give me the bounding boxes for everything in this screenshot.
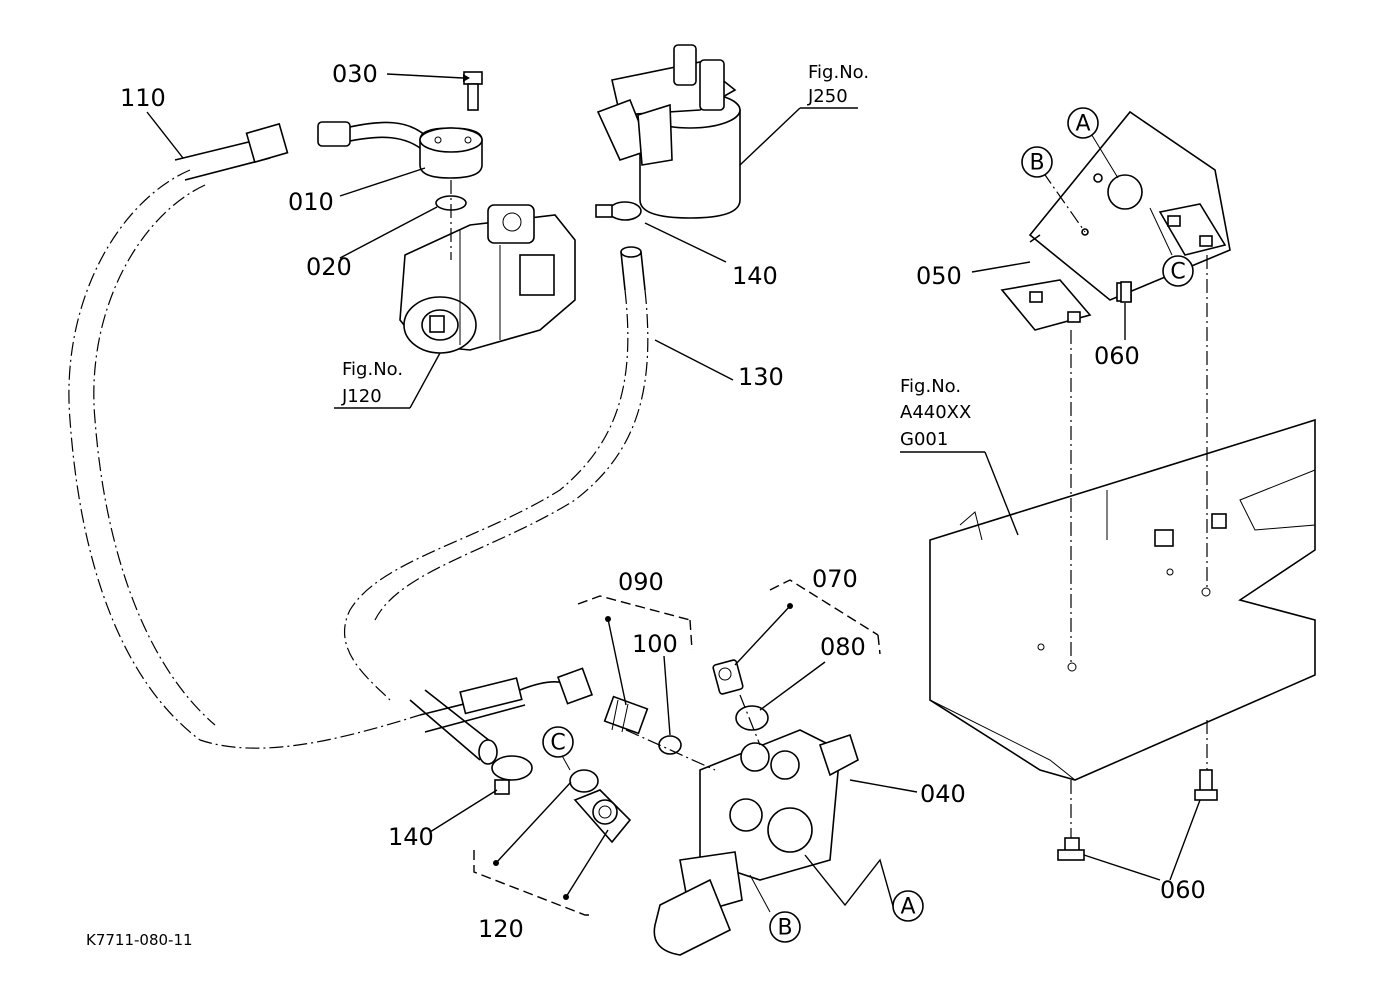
callout-a-top: A xyxy=(1067,107,1099,139)
bolt-060-left xyxy=(1057,837,1085,861)
fig-ref-a440-line1: Fig.No. xyxy=(900,376,961,397)
part-labels: 110 030 010 020 140 130 050 060 090 100 … xyxy=(120,60,1206,943)
bracket-050 xyxy=(1000,110,1231,331)
label-060-bottom: 060 xyxy=(1160,876,1206,904)
label-120: 120 xyxy=(478,915,524,943)
label-060-top: 060 xyxy=(1094,342,1140,370)
hose-110 xyxy=(68,122,594,749)
label-070: 070 xyxy=(812,565,858,593)
label-100: 100 xyxy=(632,630,678,658)
floor-panel xyxy=(929,418,1316,781)
o-ring-080 xyxy=(735,705,769,731)
label-130: 130 xyxy=(738,363,784,391)
svg-text:C: C xyxy=(550,731,565,756)
fitting-090 xyxy=(603,695,649,735)
label-040: 040 xyxy=(920,780,966,808)
adapter-010 xyxy=(317,121,483,179)
drawing-code: K7711-080-11 xyxy=(86,931,193,949)
fig-ref-j120-line2: J120 xyxy=(341,386,382,407)
label-090: 090 xyxy=(618,568,664,596)
leader-lines xyxy=(146,73,1201,881)
hose-clamp-140-top xyxy=(595,201,642,221)
hose-clamp-140-bottom xyxy=(491,755,533,795)
bolt-060-right xyxy=(1194,769,1218,801)
svg-text:A: A xyxy=(900,895,915,920)
callout-a-bottom: A xyxy=(892,890,924,922)
figure-ref-j120: Fig.No. J120 xyxy=(341,359,403,407)
callout-b-bottom: B xyxy=(769,911,801,943)
svg-text:A: A xyxy=(1075,112,1090,137)
fig-ref-j120-line1: Fig.No. xyxy=(342,359,403,380)
label-110: 110 xyxy=(120,84,166,112)
bolt-030 xyxy=(463,71,483,111)
svg-text:B: B xyxy=(1029,151,1044,176)
label-010: 010 xyxy=(288,188,334,216)
callout-c-top: C xyxy=(1162,255,1194,287)
label-030: 030 xyxy=(332,60,378,88)
fig-ref-a440-line3: G001 xyxy=(900,429,948,450)
label-080: 080 xyxy=(820,633,866,661)
label-050: 050 xyxy=(916,262,962,290)
fig-ref-j250-line2: J250 xyxy=(807,86,848,107)
bolt-060-top xyxy=(1120,281,1132,303)
svg-text:C: C xyxy=(1170,260,1185,285)
suction-hose-130 xyxy=(344,246,649,765)
label-140-bottom: 140 xyxy=(388,823,434,851)
svg-text:B: B xyxy=(777,916,792,941)
figure-ref-a440xx: Fig.No. A440XX G001 xyxy=(900,376,971,450)
hydraulic-pump xyxy=(399,180,576,354)
callout-c-bottom: C xyxy=(542,726,574,758)
figure-ref-j250: Fig.No. J250 xyxy=(807,62,869,107)
elbow-fitting-120 xyxy=(569,769,632,844)
alignment-lines xyxy=(625,255,1208,838)
fig-ref-j250-line1: Fig.No. xyxy=(808,62,869,83)
fig-ref-a440-line2: A440XX xyxy=(900,402,971,423)
label-020: 020 xyxy=(306,253,352,281)
group-brackets xyxy=(473,579,881,916)
label-140-top: 140 xyxy=(732,262,778,290)
control-valve-040 xyxy=(653,729,859,956)
fitting-070 xyxy=(712,659,744,695)
o-ring-100 xyxy=(658,735,682,755)
callout-leaders xyxy=(493,131,1173,913)
callout-b-top: B xyxy=(1021,146,1053,178)
hydraulic-tank xyxy=(596,44,741,219)
